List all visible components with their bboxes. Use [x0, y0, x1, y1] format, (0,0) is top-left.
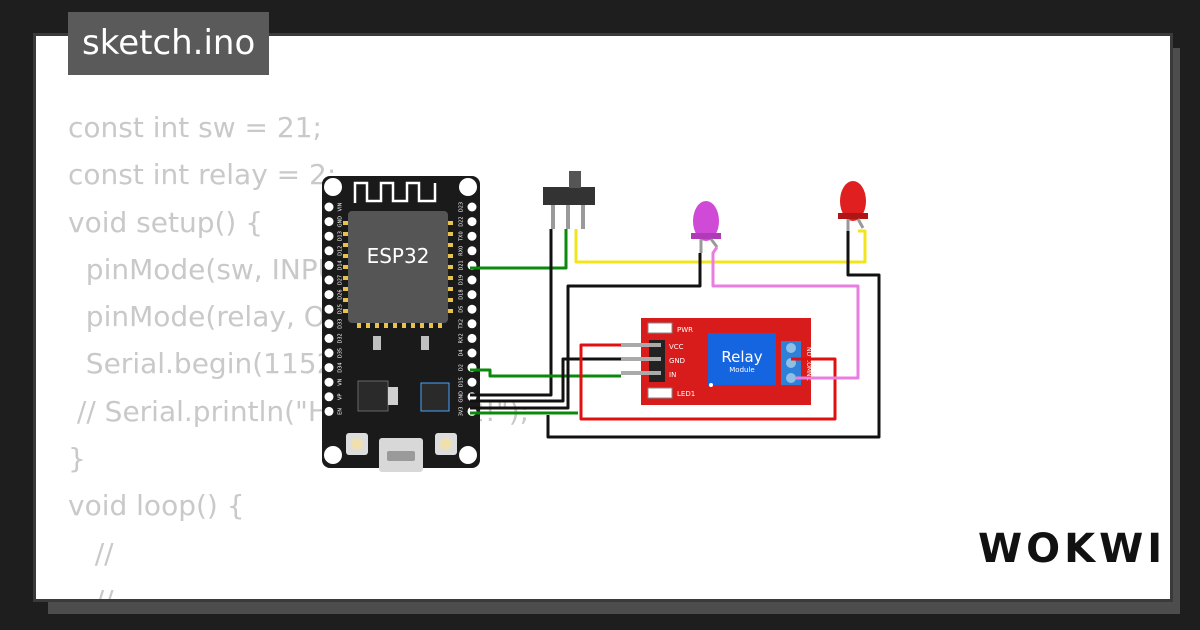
- esp32-pin-left[interactable]: [324, 406, 334, 416]
- wire-green-3v3: [470, 253, 702, 410]
- relay-module[interactable]: PWR LED1 VCC GND IN Relay Module NO COM …: [621, 318, 812, 405]
- esp32-pin-right[interactable]: [467, 304, 477, 314]
- esp32-pin-left[interactable]: [324, 319, 334, 329]
- esp32-pin-right[interactable]: [467, 231, 477, 241]
- esp32-pin-left[interactable]: [324, 231, 334, 241]
- esp32-pin-label: GND: [338, 216, 344, 228]
- esp32-pin-left[interactable]: [324, 333, 334, 343]
- relay-led-label: LED1: [677, 390, 695, 398]
- esp32-pin-label: D2: [459, 364, 465, 371]
- wire-green-relay: [470, 368, 621, 378]
- esp32-pin-label: RX2: [459, 333, 465, 343]
- esp32-chip-label: ESP32: [367, 244, 430, 268]
- esp32-pin-right[interactable]: [467, 348, 477, 358]
- esp32-pin-label: D15: [459, 377, 465, 387]
- esp32-pin-label: D27: [338, 275, 344, 285]
- wokwi-logo: WOKWI: [978, 526, 1167, 572]
- led-red[interactable]: [838, 181, 868, 231]
- esp32-pin-label: EN: [338, 408, 344, 415]
- esp32-pin-left[interactable]: [324, 363, 334, 373]
- code-line: //: [68, 536, 114, 570]
- esp32-pin-left[interactable]: [324, 290, 334, 300]
- code-line: void loop() {: [68, 489, 245, 523]
- relay-title: Relay: [721, 348, 762, 366]
- esp32-pin-left[interactable]: [324, 275, 334, 285]
- relay-block: [708, 333, 776, 385]
- esp32-pin-left[interactable]: [324, 377, 334, 387]
- esp32-pin-label: D35: [338, 348, 344, 358]
- relay-pin-gnd: GND: [669, 357, 685, 365]
- wire-black-loop: [546, 231, 881, 439]
- led-purple[interactable]: [691, 201, 721, 253]
- esp32-pin-right[interactable]: [467, 246, 477, 256]
- esp32-pin-label: D32: [338, 333, 344, 343]
- esp32-pin-label: D14: [338, 260, 344, 270]
- esp32-pin-right[interactable]: [467, 202, 477, 212]
- esp32-pin-label: D33: [338, 319, 344, 329]
- esp32-chip: [348, 211, 448, 323]
- esp32-pin-label: D26: [338, 289, 344, 299]
- esp32-pin-label: D25: [338, 304, 344, 314]
- esp32-pin-label: VP: [338, 394, 344, 400]
- relay-pwr-label: PWR: [677, 326, 693, 334]
- esp32-pin-right[interactable]: [467, 290, 477, 300]
- wire-black-switch: [470, 229, 553, 397]
- esp32-pin-label: TX0: [459, 231, 465, 242]
- relay-pin-vcc: VCC: [669, 343, 684, 351]
- relay-terminal-no: NO: [805, 347, 812, 356]
- wire-red: [579, 343, 837, 421]
- preview-card: const int sw = 21;const int relay = 2;vo…: [33, 33, 1173, 602]
- esp32-pin-label: VIN: [338, 202, 344, 211]
- relay-terminal-com: COM: [805, 358, 812, 372]
- esp32-pin-label: D22: [459, 216, 465, 226]
- esp32-pin-right[interactable]: [467, 217, 477, 227]
- esp32-pin-label: VN: [338, 378, 344, 385]
- esp32-pin-left[interactable]: [324, 202, 334, 212]
- esp32-pin-label: D13: [338, 231, 344, 241]
- esp32-pin-left[interactable]: [324, 348, 334, 358]
- wire-green-switch: [470, 229, 568, 270]
- esp32-pin-left[interactable]: [324, 260, 334, 270]
- esp32-pin-label: D23: [459, 202, 465, 212]
- esp32-pin-label: RX0: [459, 246, 465, 256]
- wire-black-relay: [470, 357, 621, 403]
- esp32-pin-right[interactable]: [467, 377, 477, 387]
- esp32-pin-right[interactable]: [467, 275, 477, 285]
- esp32-pin-label: D19: [459, 275, 465, 285]
- relay-subtitle: Module: [729, 366, 754, 374]
- code-line: void setup() {: [68, 205, 264, 239]
- esp32-pin-left[interactable]: [324, 246, 334, 256]
- code-line: const int sw = 21;: [68, 111, 322, 144]
- esp32-pin-label: 3V3: [459, 407, 465, 417]
- code-line: //: [68, 583, 114, 602]
- esp32-pin-label: GND: [459, 391, 465, 403]
- relay-terminal-nc: NC: [805, 372, 812, 381]
- esp32-pin-left[interactable]: [324, 304, 334, 314]
- esp32-pin-left[interactable]: [324, 392, 334, 402]
- code-preview: const int sw = 21;const int relay = 2;vo…: [68, 104, 529, 602]
- wire-pink: [711, 246, 860, 380]
- esp32-pin-left[interactable]: [324, 217, 334, 227]
- wires: [470, 229, 881, 439]
- esp32-pin-label: D12: [338, 246, 344, 256]
- relay-pin-in: IN: [669, 371, 676, 379]
- esp32-pin-label: D5: [459, 306, 465, 313]
- esp32-pin-right[interactable]: [467, 333, 477, 343]
- esp32-pin-label: D34: [338, 362, 344, 372]
- esp32-pin-label: D4: [459, 349, 465, 356]
- esp32-pin-right[interactable]: [467, 319, 477, 329]
- esp32-pin-label: TX2: [459, 319, 465, 330]
- file-tab-sketch[interactable]: sketch.ino: [68, 12, 270, 75]
- esp32-pin-label: D21: [459, 260, 465, 270]
- code-line: }: [68, 442, 86, 476]
- esp32-pin-label: D18: [459, 289, 465, 299]
- wire-yellow: [574, 229, 867, 264]
- slide-switch[interactable]: [543, 171, 595, 229]
